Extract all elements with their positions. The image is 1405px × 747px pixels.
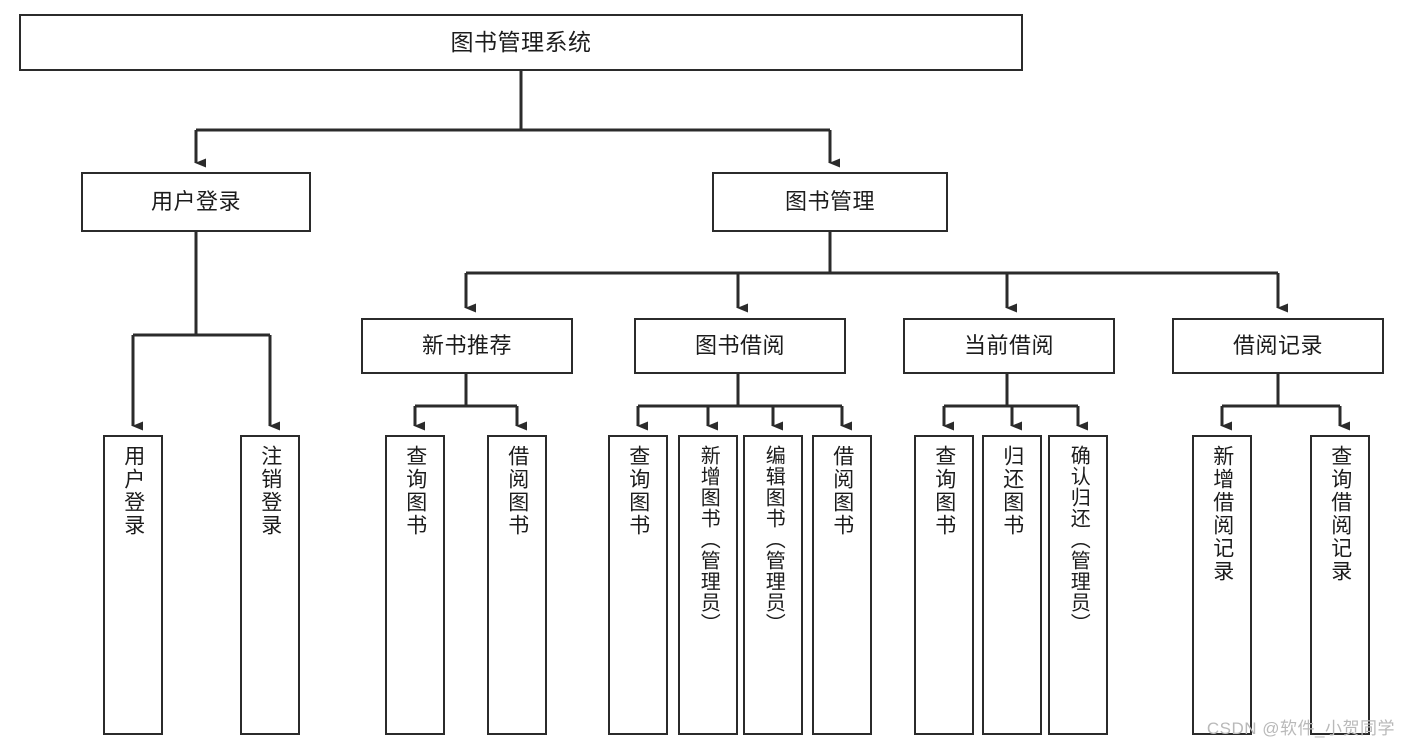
node-label: 图书管理: [784, 188, 875, 214]
node-label: 图书借阅: [694, 332, 785, 358]
node-book-borrow[interactable]: 图书借阅: [634, 318, 846, 374]
node-root-book-management-system[interactable]: 图书管理系统: [19, 14, 1023, 71]
node-new-book-recommend[interactable]: 新书推荐: [361, 318, 573, 374]
node-label: 借阅记录: [1232, 332, 1323, 358]
node-label: 新书推荐: [421, 332, 512, 358]
leaf-current-borrow-return-book[interactable]: 归还图书: [982, 435, 1042, 735]
leaf-borrow-record-add-record[interactable]: 新增借阅记录: [1192, 435, 1252, 735]
node-label: 新增借阅记录: [1210, 445, 1234, 583]
node-label: 查询图书: [626, 445, 650, 537]
node-label: 新增图书（管理员）: [697, 445, 720, 634]
node-current-borrow[interactable]: 当前借阅: [903, 318, 1115, 374]
node-label: 借阅图书: [505, 445, 529, 537]
leaf-book-borrow-query-book[interactable]: 查询图书: [608, 435, 668, 735]
leaf-current-borrow-query-book[interactable]: 查询图书: [914, 435, 974, 735]
node-label: 借阅图书: [830, 445, 854, 537]
leaf-new-book-query-book[interactable]: 查询图书: [385, 435, 445, 735]
csdn-watermark: CSDN @软件_小贺同学: [1206, 719, 1395, 738]
node-label: 归还图书: [1000, 445, 1024, 537]
leaf-book-borrow-borrow-book[interactable]: 借阅图书: [812, 435, 872, 735]
node-label: 查询图书: [932, 445, 956, 537]
leaf-book-borrow-edit-book-admin[interactable]: 编辑图书（管理员）: [743, 435, 803, 735]
leaf-new-book-borrow-book[interactable]: 借阅图书: [487, 435, 547, 735]
leaf-book-borrow-add-book-admin[interactable]: 新增图书（管理员）: [678, 435, 738, 735]
node-label: 确认归还（管理员）: [1067, 445, 1090, 634]
node-label: 注销登录: [258, 445, 282, 537]
node-borrow-record[interactable]: 借阅记录: [1172, 318, 1384, 374]
node-label: 查询借阅记录: [1328, 445, 1352, 583]
node-label: 查询图书: [403, 445, 427, 537]
node-label: 图书管理系统: [450, 29, 592, 56]
node-label: 当前借阅: [963, 332, 1054, 358]
leaf-current-borrow-confirm-return-admin[interactable]: 确认归还（管理员）: [1048, 435, 1108, 735]
node-book-management[interactable]: 图书管理: [712, 172, 948, 232]
leaf-user-login-login[interactable]: 用户登录: [103, 435, 163, 735]
node-label: 用户登录: [121, 445, 145, 537]
leaf-user-login-logout[interactable]: 注销登录: [240, 435, 300, 735]
node-label: 用户登录: [150, 188, 241, 214]
leaf-borrow-record-query-record[interactable]: 查询借阅记录: [1310, 435, 1370, 735]
node-user-login[interactable]: 用户登录: [81, 172, 311, 232]
node-label: 编辑图书（管理员）: [762, 445, 785, 634]
